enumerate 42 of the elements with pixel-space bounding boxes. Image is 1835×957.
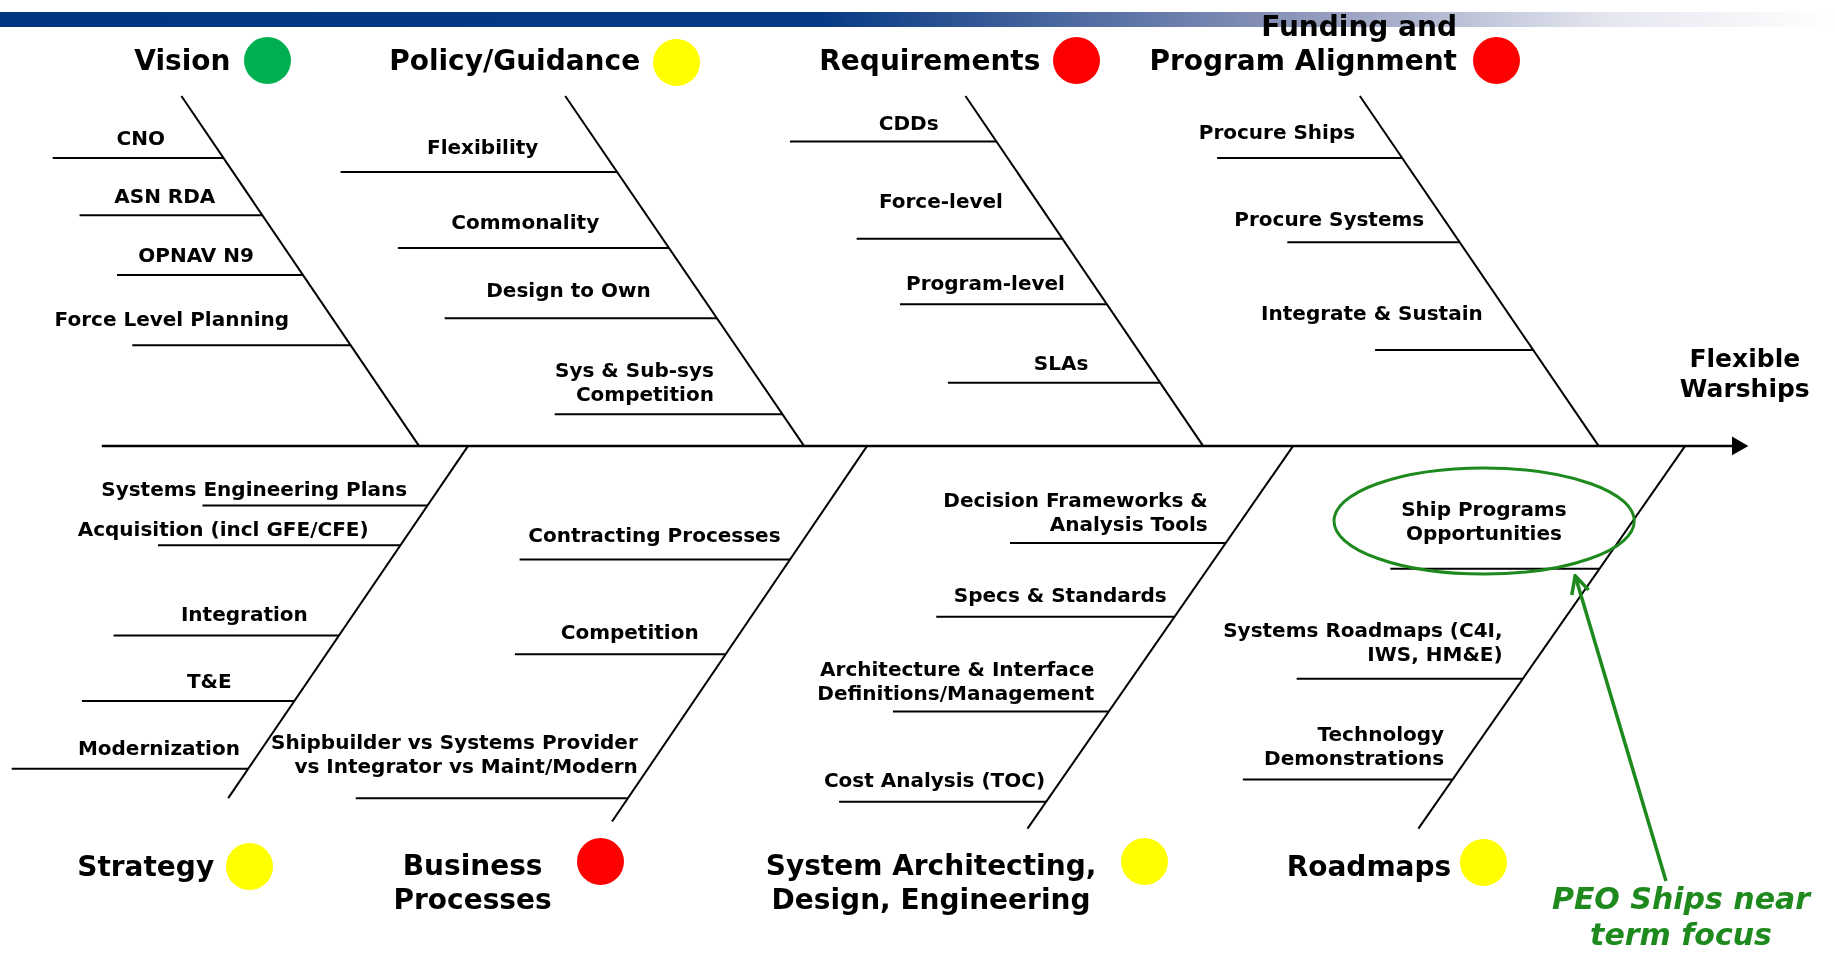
category-heading: Requirements	[819, 43, 1041, 78]
cause-label: Program-level	[906, 270, 1065, 295]
cause-label: Acquisition (incl GFE/CFE)	[77, 516, 369, 541]
cause-label: Shipbuilder vs Systems Provider vs Integrator vs Maint/Modern	[270, 730, 638, 779]
cause-label: CDDs	[878, 110, 939, 135]
cause-label: Procure Ships	[1198, 119, 1356, 144]
focus-note: PEO Ships near term focus	[1531, 881, 1831, 953]
cause-label: T&E	[186, 668, 232, 693]
category-heading: Strategy	[77, 849, 215, 884]
cause-label: Modernization	[77, 735, 240, 760]
category-heading: Funding and Program Alignment	[1148, 10, 1457, 78]
cause-label: ASN RDA	[114, 184, 216, 209]
category-heading: Vision	[134, 43, 231, 78]
cause-label: Systems Engineering Plans	[101, 476, 408, 501]
category-heading: System Architecting, Design, Engineering	[764, 849, 1098, 917]
cause-label: Architecture & Interface Definitions/Management	[816, 656, 1095, 705]
arrow	[1570, 574, 1668, 882]
cause-label: Decision Frameworks & Analysis Tools	[942, 488, 1208, 536]
effect-label: Flexible Warships	[1678, 343, 1811, 404]
cause-label: Integrate & Sustain	[1261, 301, 1483, 326]
cause-label: Specs & Standards	[953, 583, 1167, 608]
cause-label: Systems Roadmaps (C4I, IWS, HM&E)	[1222, 617, 1503, 666]
cause-label: Commonality	[451, 210, 600, 235]
cause-label: Flexibility	[427, 135, 539, 160]
cause-label: Design to Own	[486, 277, 651, 302]
cause-label: CNO	[116, 125, 165, 150]
category-heading: Policy/Guidance	[389, 43, 641, 78]
node-text: Ship Programs Opportunities	[1400, 496, 1568, 545]
highlight-ellipse	[1331, 465, 1637, 576]
cause-label: Procure Systems	[1234, 206, 1425, 231]
cause-label: Integration	[180, 602, 308, 627]
category-heading: Roadmaps	[1286, 849, 1452, 884]
cause-label: Sys & Sub-sys Competition	[554, 358, 714, 407]
cause-label: Force-level	[878, 189, 1003, 213]
cause-label: SLAs	[1033, 350, 1089, 375]
category-heading: Business Processes	[392, 849, 553, 917]
cause-label: Cost Analysis (TOC)	[823, 768, 1046, 793]
cause-label: OPNAV N9	[138, 242, 254, 267]
cause-label: Technology Demonstrations	[1263, 722, 1445, 771]
cause-label: Competition	[560, 619, 699, 644]
cause-label: Force Level Planning	[54, 307, 290, 332]
cause-label: Contracting Processes	[528, 522, 781, 547]
